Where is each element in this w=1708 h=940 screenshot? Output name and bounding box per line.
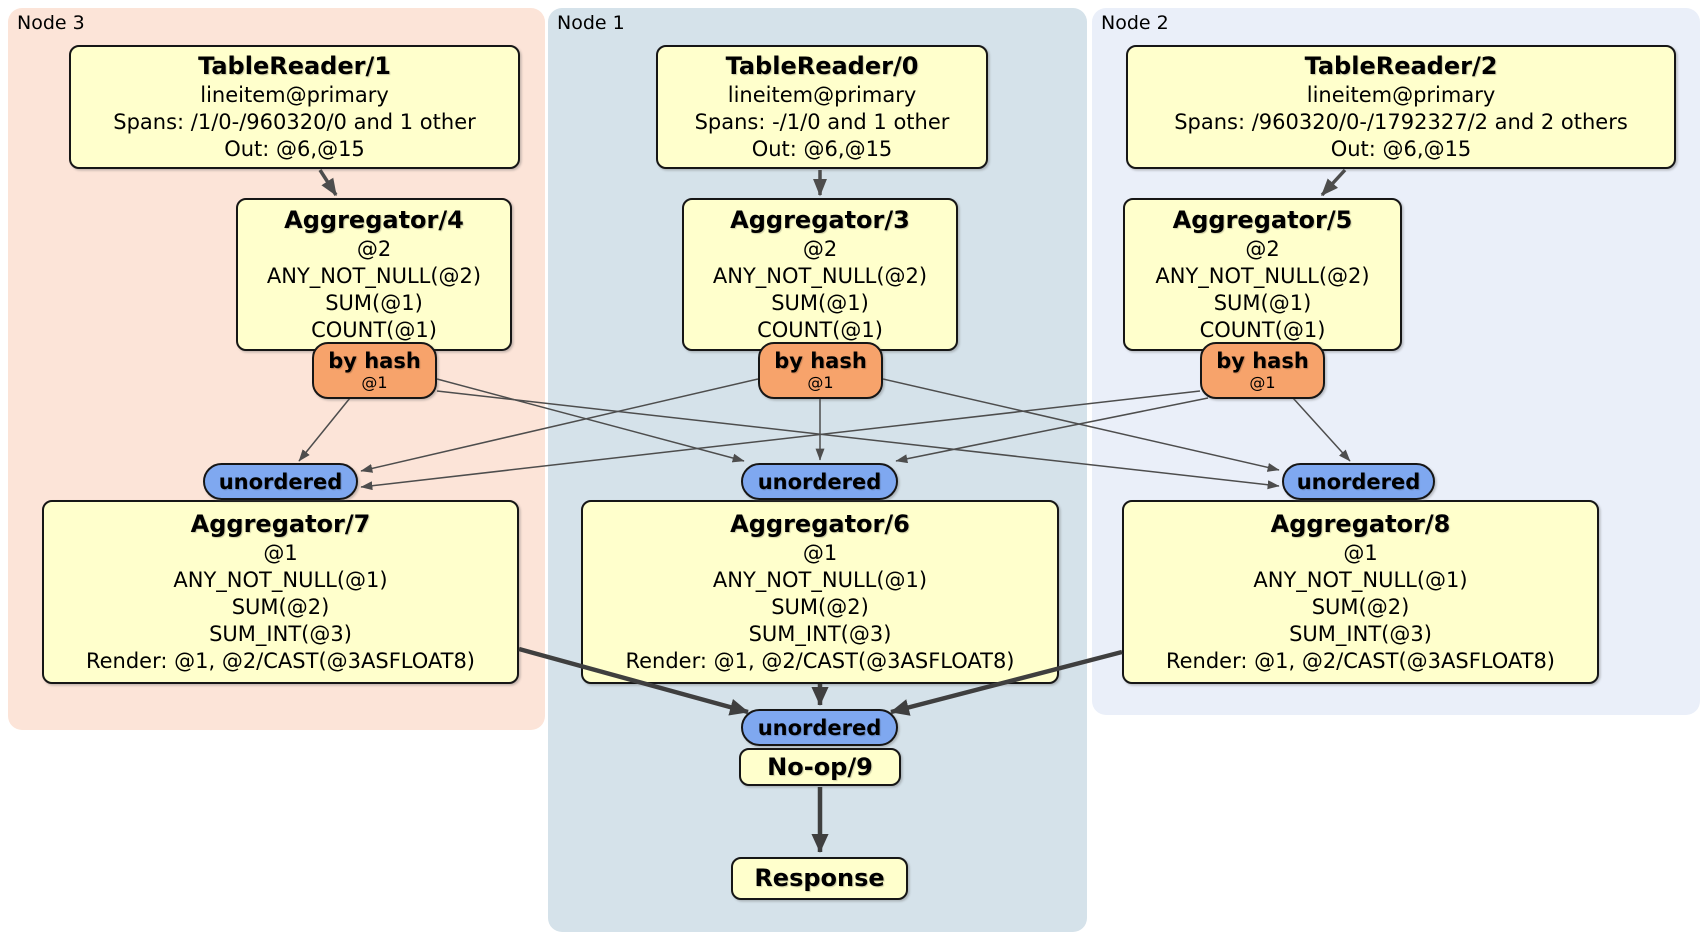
node-detail-line: @2 xyxy=(1245,237,1280,261)
node-detail-line: SUM(@2) xyxy=(1311,595,1410,619)
node-noop-9: No-op/9 xyxy=(739,748,901,786)
node-detail-line: Render: @1, @2/CAST(@3ASFLOAT8) xyxy=(85,649,476,673)
node-detail-line: ANY_NOT_NULL(@1) xyxy=(712,568,928,592)
node-title: Aggregator/6 xyxy=(730,510,910,538)
node-title: Response xyxy=(754,864,885,892)
node-detail-line: SUM(@1) xyxy=(325,291,423,315)
node-tablereader-0: TableReader/0 lineitem@primary Spans: -/… xyxy=(656,45,988,169)
node-title: Aggregator/5 xyxy=(1172,206,1353,234)
node-detail-line: SUM(@2) xyxy=(771,595,869,619)
node-detail-line: @1 xyxy=(263,541,298,565)
region-label-node2: Node 2 xyxy=(1101,12,1169,34)
node-tablereader-1: TableReader/1 lineitem@primary Spans: /1… xyxy=(69,45,520,169)
node-detail-line: Out: @6,@15 xyxy=(224,137,365,161)
node-detail-line: COUNT(@1) xyxy=(757,318,883,342)
node-tablereader-2: TableReader/2 lineitem@primary Spans: /9… xyxy=(1126,45,1676,169)
sync-label: unordered xyxy=(1296,469,1421,494)
node-aggregator-8: Aggregator/8 @1 ANY_NOT_NULL(@1) SUM(@2)… xyxy=(1122,500,1599,684)
node-detail-line: @2 xyxy=(356,237,392,261)
node-detail-line: SUM(@1) xyxy=(771,291,869,315)
router-by-hash-4: by hash @1 xyxy=(312,342,437,399)
node-detail-line: ANY_NOT_NULL(@1) xyxy=(1253,568,1468,592)
node-aggregator-5: Aggregator/5 @2 ANY_NOT_NULL(@2) SUM(@1)… xyxy=(1123,198,1402,351)
node-aggregator-4: Aggregator/4 @2 ANY_NOT_NULL(@2) SUM(@1)… xyxy=(236,198,512,351)
region-label-node3: Node 3 xyxy=(17,12,85,34)
router-label: by hash xyxy=(774,349,867,373)
node-detail-line: COUNT(@1) xyxy=(1199,318,1326,342)
node-response: Response xyxy=(731,857,908,900)
node-title: TableReader/0 xyxy=(725,52,919,80)
node-detail-line: Out: @6,@15 xyxy=(1330,137,1472,161)
router-detail: @1 xyxy=(361,373,388,392)
node-detail-line: Spans: -/1/0 and 1 other xyxy=(694,110,950,134)
sync-unordered-7: unordered xyxy=(203,463,358,500)
router-by-hash-5: by hash @1 xyxy=(1200,342,1325,399)
region-label-node1: Node 1 xyxy=(557,12,625,34)
node-detail-line: ANY_NOT_NULL(@2) xyxy=(266,264,482,288)
node-detail-line: SUM_INT(@3) xyxy=(209,622,352,646)
sync-label: unordered xyxy=(757,715,882,740)
node-detail-line: COUNT(@1) xyxy=(311,318,437,342)
node-detail-line: Out: @6,@15 xyxy=(751,137,893,161)
node-detail-line: ANY_NOT_NULL(@1) xyxy=(173,568,388,592)
node-detail-line: @1 xyxy=(802,541,838,565)
node-title: No-op/9 xyxy=(767,752,873,781)
sync-label: unordered xyxy=(757,469,882,494)
node-aggregator-3: Aggregator/3 @2 ANY_NOT_NULL(@2) SUM(@1)… xyxy=(682,198,958,351)
node-aggregator-6: Aggregator/6 @1 ANY_NOT_NULL(@1) SUM(@2)… xyxy=(581,500,1059,684)
node-title: Aggregator/8 xyxy=(1270,510,1451,538)
node-detail-line: ANY_NOT_NULL(@2) xyxy=(712,264,928,288)
node-detail-line: @1 xyxy=(1343,541,1378,565)
node-detail-line: Render: @1, @2/CAST(@3ASFLOAT8) xyxy=(625,649,1015,673)
sync-unordered-9: unordered xyxy=(741,709,898,746)
sync-unordered-8: unordered xyxy=(1282,463,1435,500)
router-detail: @1 xyxy=(807,373,834,392)
node-detail-line: @2 xyxy=(802,237,838,261)
node-detail-line: ANY_NOT_NULL(@2) xyxy=(1155,264,1370,288)
node-title: Aggregator/7 xyxy=(190,510,371,538)
node-title: Aggregator/3 xyxy=(730,206,910,234)
router-label: by hash xyxy=(328,349,421,373)
node-detail-line: Spans: /960320/0-/1792327/2 and 2 others xyxy=(1174,110,1628,134)
router-detail: @1 xyxy=(1249,373,1276,392)
node-detail-line: lineitem@primary xyxy=(200,83,389,107)
sync-unordered-6: unordered xyxy=(741,463,898,500)
node-detail-line: lineitem@primary xyxy=(1306,83,1496,107)
router-by-hash-3: by hash @1 xyxy=(758,342,883,399)
node-detail-line: lineitem@primary xyxy=(727,83,917,107)
node-detail-line: SUM(@2) xyxy=(231,595,330,619)
node-detail-line: SUM_INT(@3) xyxy=(748,622,892,646)
node-title: TableReader/2 xyxy=(1304,52,1498,80)
node-title: TableReader/1 xyxy=(198,52,391,80)
node-detail-line: SUM_INT(@3) xyxy=(1289,622,1432,646)
node-aggregator-7: Aggregator/7 @1 ANY_NOT_NULL(@1) SUM(@2)… xyxy=(42,500,519,684)
sync-label: unordered xyxy=(218,469,343,494)
node-detail-line: Render: @1, @2/CAST(@3ASFLOAT8) xyxy=(1165,649,1556,673)
node-detail-line: Spans: /1/0-/960320/0 and 1 other xyxy=(113,110,476,134)
node-detail-line: SUM(@1) xyxy=(1213,291,1312,315)
router-label: by hash xyxy=(1216,349,1309,373)
node-title: Aggregator/4 xyxy=(284,206,464,234)
